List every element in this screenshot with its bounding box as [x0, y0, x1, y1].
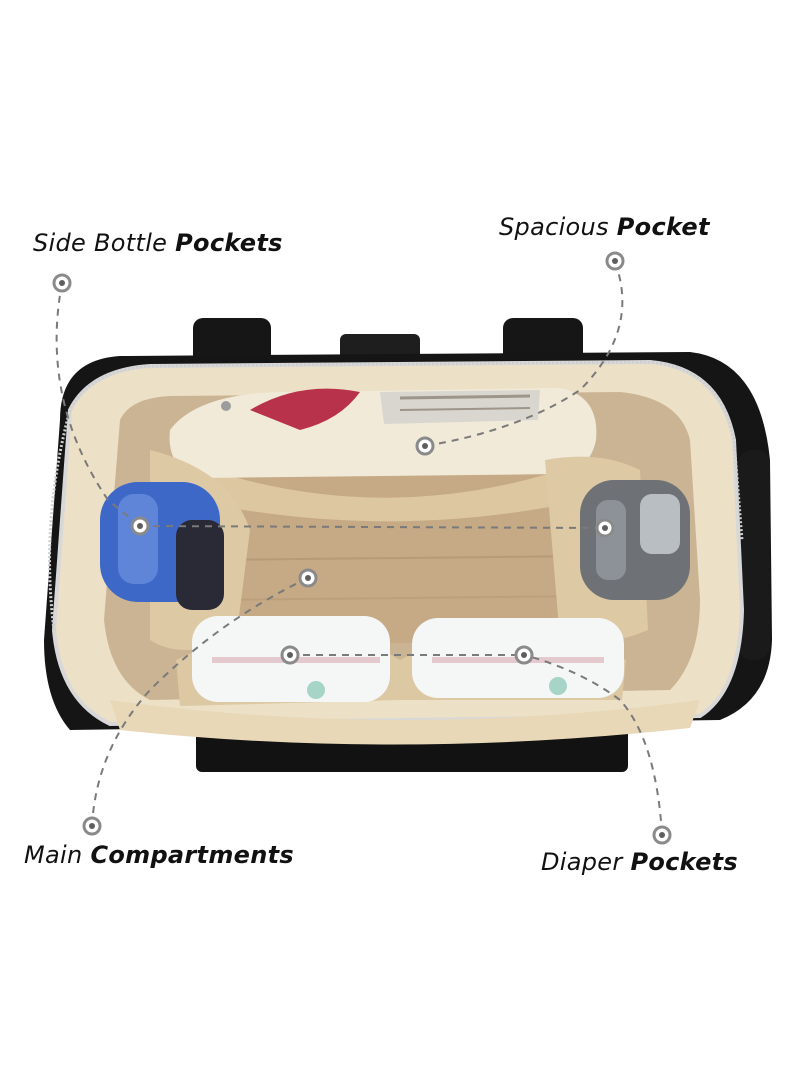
baby-bottle-icon — [100, 482, 224, 610]
callout-main-compartments: Main Compartments — [24, 841, 294, 869]
callout-side-bottle-pockets: Side Bottle Pockets — [33, 229, 283, 257]
callout-emphasis: Pockets — [175, 229, 283, 257]
callout-prefix: Spacious — [499, 213, 609, 241]
baby-clothes-icon — [250, 388, 360, 430]
side-pocket-right — [545, 456, 690, 644]
side-pocket-left — [100, 450, 250, 650]
spacious-pocket — [169, 388, 597, 522]
leader-lines — [55, 261, 663, 835]
callout-spacious-pocket: Spacious Pocket — [499, 213, 710, 241]
callout-emphasis: Compartments — [90, 841, 294, 869]
callout-emphasis: Pocket — [616, 213, 710, 241]
callout-diaper-pockets: Diaper Pockets — [541, 848, 738, 876]
callout-prefix: Main — [24, 841, 83, 869]
callout-prefix: Diaper — [541, 848, 623, 876]
callout-emphasis: Pockets — [630, 848, 739, 876]
callout-markers — [52, 251, 672, 845]
baby-bottle-icon — [580, 480, 690, 600]
callout-prefix: Side Bottle — [33, 229, 168, 257]
zipper — [48, 360, 744, 631]
